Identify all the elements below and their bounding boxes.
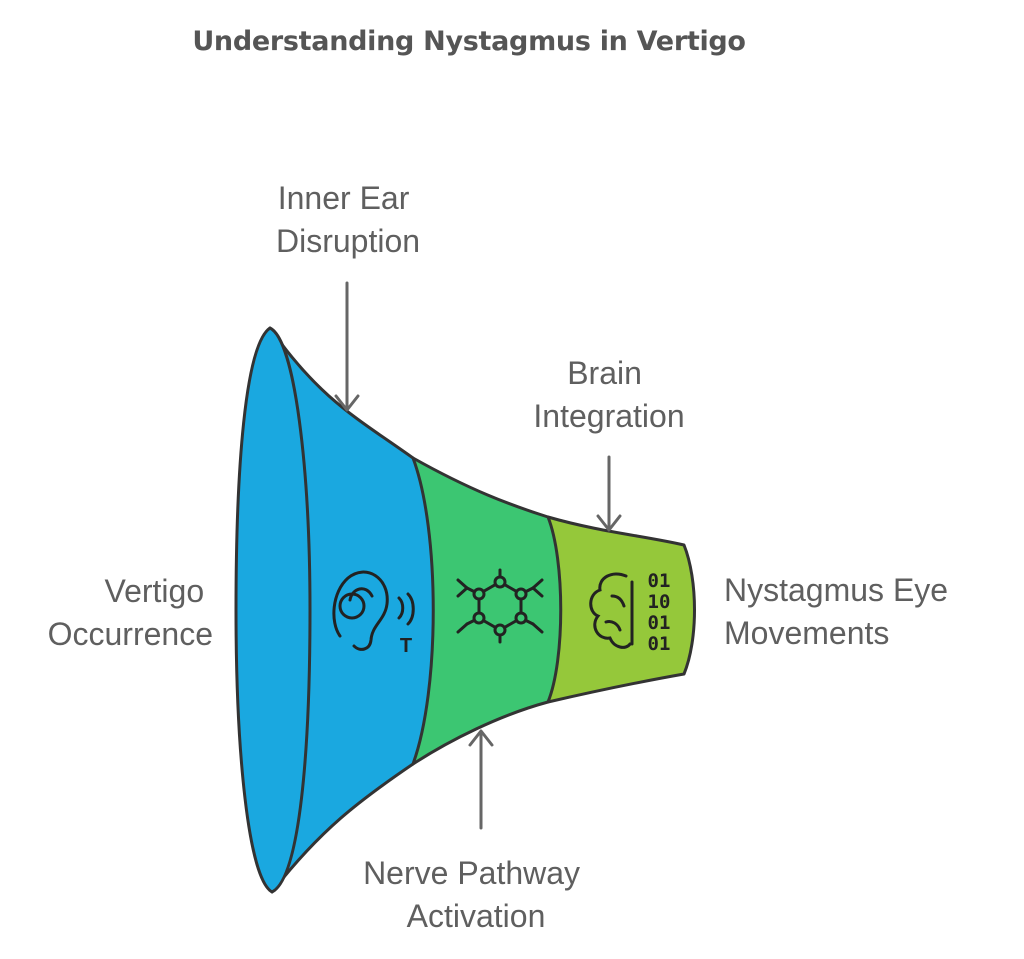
arrow-inner-ear — [334, 281, 360, 412]
label-nystagmus-eye-movements: Nystagmus Eye Movements — [724, 572, 957, 651]
molecule-network-icon — [456, 568, 544, 644]
ear-letter: T — [400, 635, 412, 657]
binary-row: 10 — [648, 591, 671, 613]
funnel-mouth — [234, 326, 312, 894]
binary-row: 01 — [648, 612, 671, 634]
label-vertigo-occurrence: Vertigo Occurrence — [48, 573, 213, 652]
label-inner-ear-disruption: Inner Ear Disruption — [276, 180, 420, 259]
arrow-nerve — [468, 729, 494, 830]
funnel-segment-nerve — [411, 456, 563, 766]
arrow-brain — [596, 455, 622, 532]
brain-binary-icon — [589, 572, 634, 649]
label-nerve-pathway-activation: Nerve Pathway Activation — [363, 855, 589, 934]
binary-row: 01 — [648, 633, 671, 655]
label-brain-integration: Brain Integration — [533, 355, 684, 434]
binary-row: 01 — [648, 570, 671, 592]
ear-icon — [332, 570, 415, 651]
funnel-segment-brain — [546, 515, 696, 704]
diagram-title: Understanding Nystagmus in Vertigo — [192, 26, 746, 57]
